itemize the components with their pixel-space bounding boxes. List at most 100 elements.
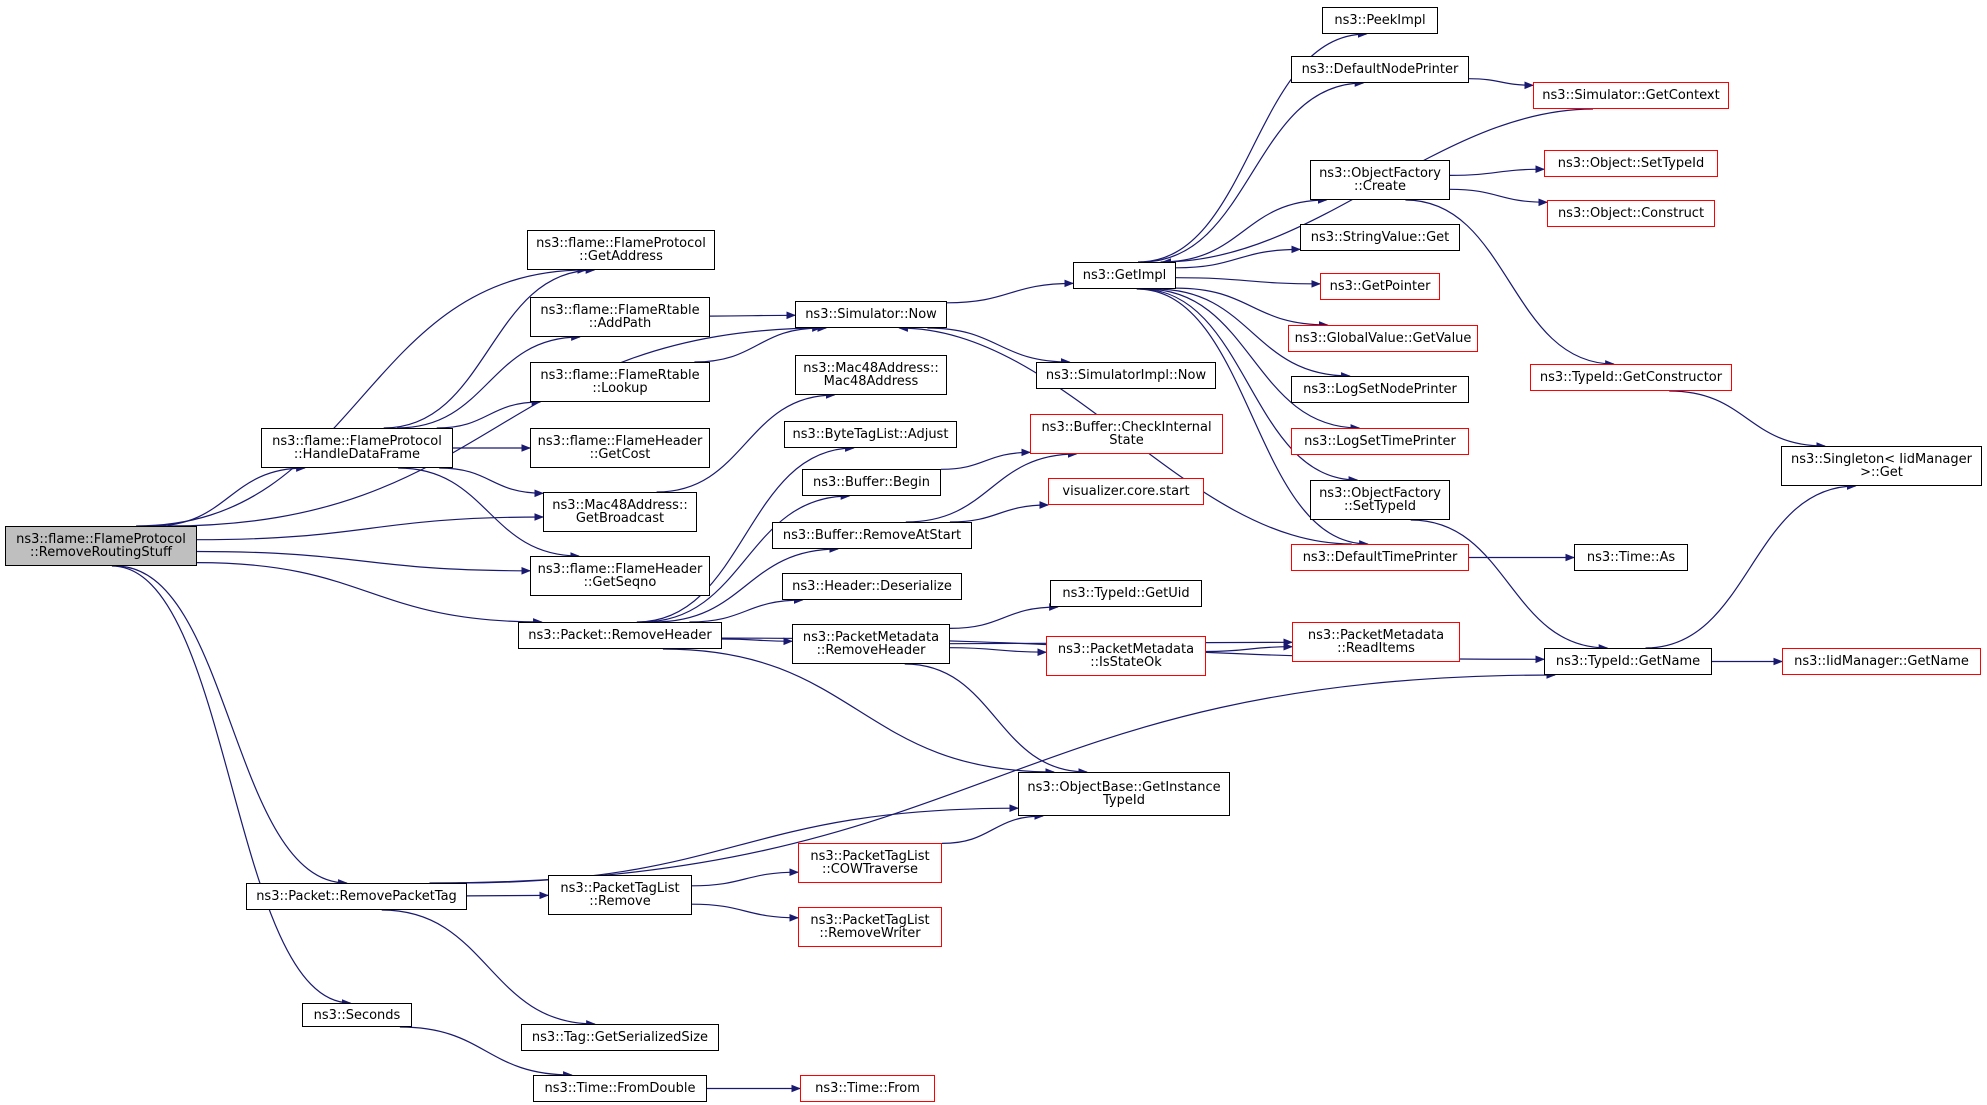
edge-removeheader-to-bytetagadjust bbox=[636, 444, 855, 623]
node-isstateok[interactable]: ns3::PacketMetadata ::IsStateOk bbox=[1046, 636, 1206, 676]
edge-handledata-to-getaddress bbox=[383, 266, 596, 429]
node-construct[interactable]: ns3::Object::Construct bbox=[1547, 200, 1715, 227]
node-checkinternal[interactable]: ns3::Buffer::CheckInternal State bbox=[1030, 414, 1223, 454]
edge-removeheader-to-removeatstart bbox=[653, 545, 839, 623]
node-deftimeprinter[interactable]: ns3::DefaultTimePrinter bbox=[1291, 544, 1469, 571]
node-getinstancetypeid[interactable]: ns3::ObjectBase::GetInstance TypeId bbox=[1018, 772, 1230, 816]
edge-pmremoveheader-to-isstateok bbox=[949, 647, 1047, 657]
edge-pmremoveheader-to-getinstancetypeid bbox=[904, 663, 1088, 776]
node-singletonget[interactable]: ns3::Singleton< IidManager >::Get bbox=[1781, 446, 1982, 486]
node-removepackettag[interactable]: ns3::Packet::RemovePacketTag bbox=[246, 883, 467, 910]
edge-getimpl-to-objfactorysettypeid bbox=[1139, 288, 1359, 484]
edge-getimpl-to-logsetnode bbox=[1154, 288, 1351, 380]
edge-objfactorycreate-to-settypeid bbox=[1449, 165, 1545, 176]
edge-typeidgetname-to-singletonget bbox=[1645, 482, 1857, 649]
edge-handledata-to-getbroadcast bbox=[439, 467, 544, 498]
edge-root-to-removepackettag bbox=[115, 565, 348, 887]
edge-root-to-seconds bbox=[111, 565, 352, 1007]
node-getbroadcast[interactable]: ns3::Mac48Address:: GetBroadcast bbox=[543, 492, 697, 532]
node-lookup[interactable]: ns3::flame::FlameRtable ::Lookup bbox=[530, 362, 710, 402]
node-vizstart[interactable]: visualizer.core.start bbox=[1048, 478, 1204, 505]
node-mac48ctor[interactable]: ns3::Mac48Address:: Mac48Address bbox=[795, 355, 947, 395]
edge-seconds-to-fromdouble bbox=[399, 1026, 573, 1079]
edge-getimpl-to-getpointer bbox=[1175, 277, 1321, 288]
node-getaddress[interactable]: ns3::flame::FlameProtocol ::GetAddress bbox=[527, 230, 715, 270]
node-getseqno[interactable]: ns3::flame::FlameHeader ::GetSeqno bbox=[530, 556, 710, 596]
edge-handledata-to-addpath bbox=[397, 333, 581, 429]
edge-objfactorysettypeid-to-typeidgetname bbox=[1410, 519, 1609, 652]
edge-defnodeprinter-to-getcontext bbox=[1468, 78, 1534, 90]
node-timeas[interactable]: ns3::Time::As bbox=[1574, 544, 1688, 571]
edge-getimpl-to-logsettime bbox=[1145, 288, 1361, 432]
edge-handledata-to-lookup bbox=[436, 398, 542, 429]
edge-handledata-to-getseqno bbox=[398, 467, 580, 560]
node-handledata[interactable]: ns3::flame::FlameProtocol ::HandleDataFr… bbox=[261, 428, 453, 468]
edge-removeheader-to-deserialize bbox=[689, 596, 804, 623]
node-getconstructor[interactable]: ns3::TypeId::GetConstructor bbox=[1530, 364, 1732, 391]
edge-getimpl-to-deftimeprinter bbox=[1136, 288, 1369, 548]
node-getimpl[interactable]: ns3::GetImpl bbox=[1073, 262, 1176, 289]
edge-removeatstart-to-vizstart bbox=[949, 501, 1050, 523]
edge-cowtraverse-to-getinstancetypeid bbox=[941, 812, 1044, 844]
edge-getimpl-to-stringvalueget bbox=[1175, 245, 1301, 269]
edge-removepackettag-to-ptlremove bbox=[466, 891, 549, 900]
edge-objfactorycreate-to-construct bbox=[1449, 188, 1548, 207]
node-typeidgetname[interactable]: ns3::TypeId::GetName bbox=[1544, 648, 1712, 675]
node-getpointer[interactable]: ns3::GetPointer bbox=[1320, 273, 1440, 300]
node-readitems[interactable]: ns3::PacketMetadata ::ReadItems bbox=[1292, 622, 1460, 662]
edge-getconstructor-to-singletonget bbox=[1669, 390, 1826, 450]
node-simimplnow[interactable]: ns3::SimulatorImpl::Now bbox=[1036, 362, 1216, 389]
node-iidgetname[interactable]: ns3::IidManager::GetName bbox=[1782, 648, 1981, 675]
node-seconds[interactable]: ns3::Seconds bbox=[302, 1003, 412, 1027]
edge-ptlremove-to-cowtraverse bbox=[691, 868, 799, 887]
edge-root-to-simnow bbox=[167, 324, 828, 527]
node-bufferbegin[interactable]: ns3::Buffer::Begin bbox=[802, 469, 941, 496]
edge-root-to-getaddress bbox=[136, 266, 587, 527]
node-peekimpl[interactable]: ns3::PeekImpl bbox=[1322, 7, 1438, 34]
edge-ptlremove-to-removewriter bbox=[691, 903, 799, 922]
edge-removeatstart-to-checkinternal bbox=[905, 450, 1078, 523]
node-settypeid[interactable]: ns3::Object::SetTypeId bbox=[1544, 150, 1718, 177]
node-removeatstart[interactable]: ns3::Buffer::RemoveAtStart bbox=[772, 522, 972, 549]
edge-simnow-to-getimpl bbox=[946, 279, 1074, 304]
edge-getimpl-to-peekimpl bbox=[1137, 30, 1368, 263]
node-simnow[interactable]: ns3::Simulator::Now bbox=[795, 301, 947, 328]
node-tagsize[interactable]: ns3::Tag::GetSerializedSize bbox=[521, 1024, 719, 1051]
node-cowtraverse[interactable]: ns3::PacketTagList ::COWTraverse bbox=[798, 843, 942, 883]
node-objfactorycreate[interactable]: ns3::ObjectFactory ::Create bbox=[1310, 160, 1450, 200]
node-logsettime[interactable]: ns3::LogSetTimePrinter bbox=[1291, 428, 1469, 455]
edge-removeheader-to-pmremoveheader bbox=[721, 637, 793, 646]
node-logsetnode[interactable]: ns3::LogSetNodePrinter bbox=[1291, 376, 1469, 403]
edge-root-to-getseqno bbox=[196, 550, 531, 575]
node-fromdouble[interactable]: ns3::Time::FromDouble bbox=[533, 1075, 707, 1102]
node-root: ns3::flame::FlameProtocol ::RemoveRoutin… bbox=[5, 526, 197, 566]
edge-root-to-removeheader bbox=[196, 562, 543, 626]
node-getcost[interactable]: ns3::flame::FlameHeader ::GetCost bbox=[530, 428, 710, 468]
edge-getimpl-to-defnodeprinter bbox=[1141, 79, 1365, 263]
edge-isstateok-to-readitems bbox=[1205, 642, 1293, 653]
edge-removepackettag-to-typeidgetname bbox=[429, 671, 1556, 884]
node-pmremoveheader[interactable]: ns3::PacketMetadata ::RemoveHeader bbox=[792, 624, 950, 664]
node-globalvalue[interactable]: ns3::GlobalValue::GetValue bbox=[1288, 325, 1478, 352]
node-deserialize[interactable]: ns3::Header::Deserialize bbox=[782, 573, 962, 600]
node-defnodeprinter[interactable]: ns3::DefaultNodePrinter bbox=[1291, 56, 1469, 83]
node-objfactorysettypeid[interactable]: ns3::ObjectFactory ::SetTypeId bbox=[1310, 480, 1450, 520]
node-ptlremove[interactable]: ns3::PacketTagList ::Remove bbox=[548, 875, 692, 915]
edge-root-to-handledata bbox=[153, 464, 306, 527]
edge-getimpl-to-globalvalue bbox=[1175, 287, 1329, 329]
edge-pmremoveheader-to-getuid bbox=[949, 603, 1059, 629]
node-removewriter[interactable]: ns3::PacketTagList ::RemoveWriter bbox=[798, 907, 942, 947]
edge-getbroadcast-to-mac48ctor bbox=[656, 391, 836, 493]
node-timefrom[interactable]: ns3::Time::From bbox=[800, 1075, 935, 1102]
node-stringvalueget[interactable]: ns3::StringValue::Get bbox=[1300, 224, 1460, 251]
edge-removepackettag-to-tagsize bbox=[381, 909, 596, 1028]
node-bytetagadjust[interactable]: ns3::ByteTagList::Adjust bbox=[784, 421, 957, 448]
edge-getimpl-to-objfactorycreate bbox=[1160, 196, 1328, 263]
node-getuid[interactable]: ns3::TypeId::GetUid bbox=[1050, 580, 1202, 607]
node-getcontext[interactable]: ns3::Simulator::GetContext bbox=[1533, 82, 1729, 109]
node-addpath[interactable]: ns3::flame::FlameRtable ::AddPath bbox=[530, 297, 710, 337]
edge-root-to-getbroadcast bbox=[196, 513, 544, 541]
node-removeheader[interactable]: ns3::Packet::RemoveHeader bbox=[518, 622, 722, 649]
